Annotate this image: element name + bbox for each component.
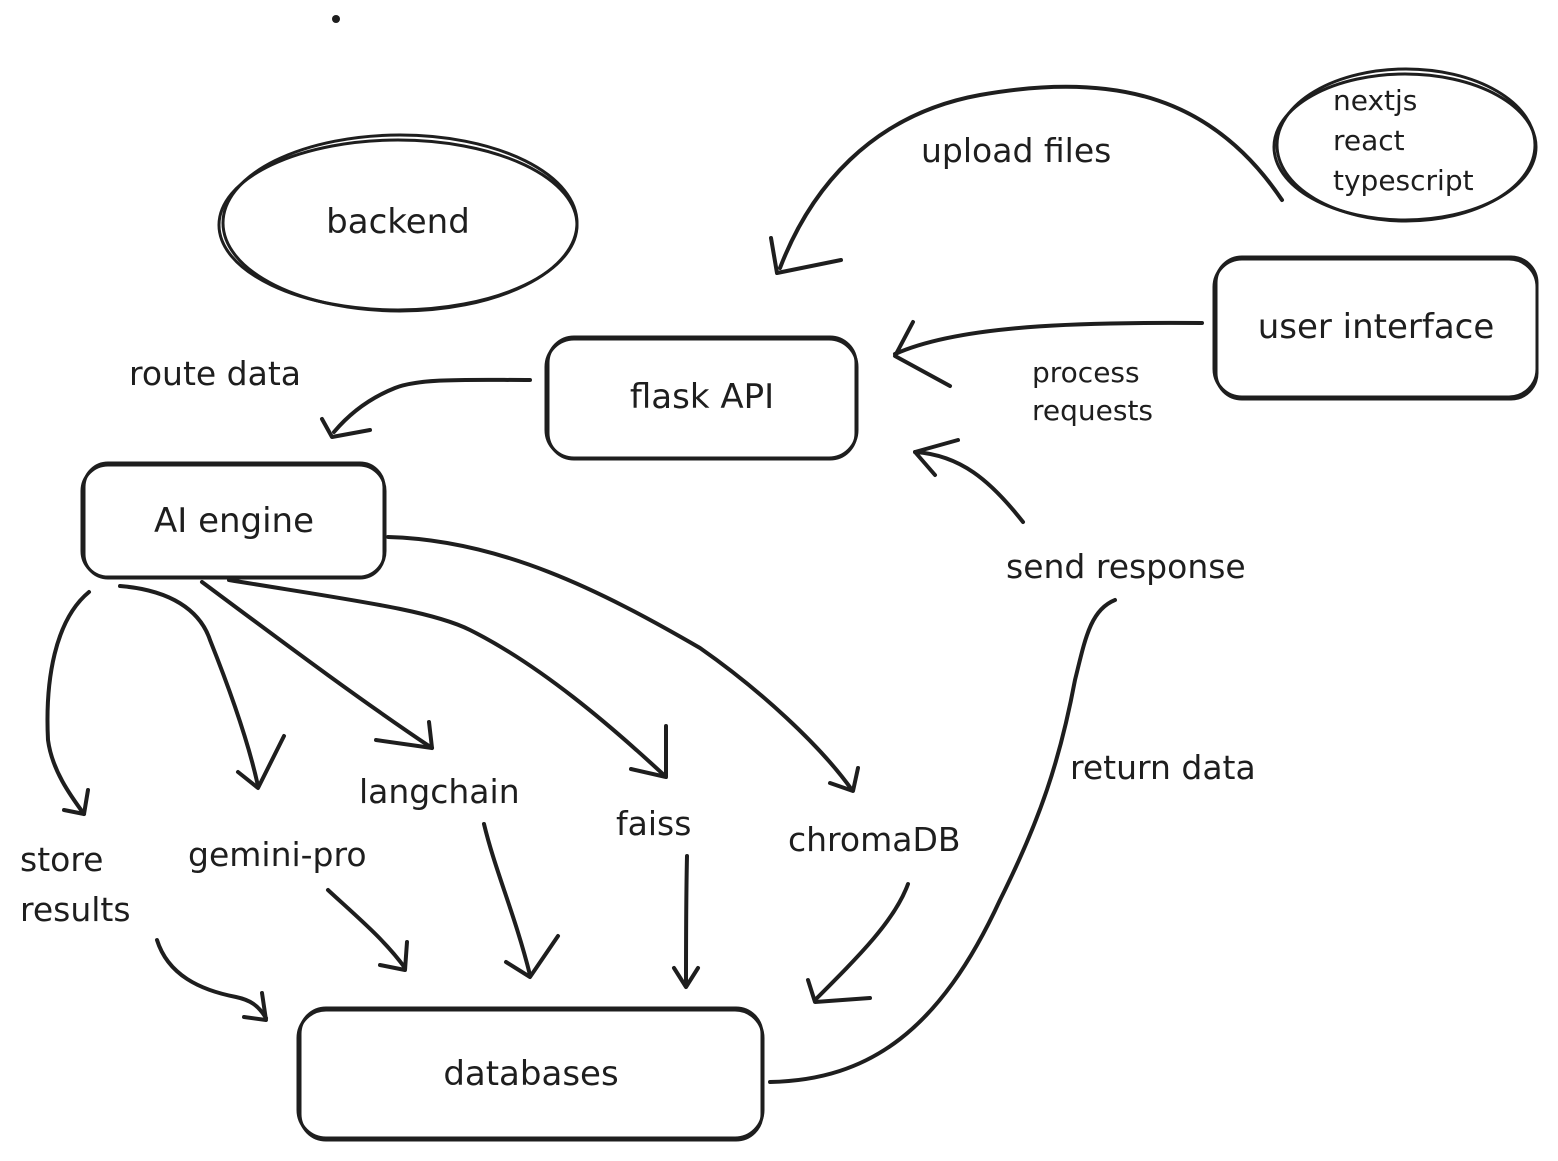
databases-node: databases bbox=[296, 1006, 765, 1142]
edge-label-requests: requests bbox=[1032, 394, 1153, 427]
backend-label: backend bbox=[326, 202, 470, 242]
component-gemini-pro: gemini-pro bbox=[188, 835, 367, 874]
arrow-langchain-to-databases bbox=[482, 822, 560, 979]
tech-stack-nextjs: nextjs bbox=[1333, 84, 1417, 117]
component-langchain: langchain bbox=[359, 772, 520, 811]
arrow-process-requests bbox=[893, 320, 1204, 388]
ai-engine-label: AI engine bbox=[154, 501, 314, 541]
arrow-upload-files bbox=[769, 84, 1284, 275]
tech-stack-typescript: typescript bbox=[1333, 164, 1474, 197]
arrow-send-response bbox=[913, 438, 1025, 524]
arrow-to-chromadb bbox=[386, 535, 860, 793]
backend-node: backend bbox=[217, 133, 579, 313]
edge-label-process: process bbox=[1032, 356, 1140, 389]
arrow-chromadb-to-databases bbox=[806, 882, 910, 1004]
edge-label-return-data: return data bbox=[1070, 748, 1256, 787]
edge-label-send-response: send response bbox=[1006, 547, 1246, 586]
edge-label-store: store bbox=[20, 840, 103, 879]
arrow-to-langchain bbox=[200, 580, 434, 750]
arrow-to-gemini-pro bbox=[118, 584, 286, 790]
flask-api-node: flask API bbox=[544, 335, 859, 461]
arrow-to-store-results bbox=[45, 590, 91, 816]
arrow-route-data bbox=[320, 377, 532, 439]
tech-stack-react: react bbox=[1333, 124, 1405, 157]
flask-api-label: flask API bbox=[630, 377, 774, 417]
edge-label-upload-files: upload files bbox=[921, 131, 1111, 170]
arrow-gemini-to-databases bbox=[326, 888, 409, 972]
databases-label: databases bbox=[443, 1054, 618, 1094]
ai-engine-node: AI engine bbox=[80, 461, 387, 580]
user-interface-node: user interface bbox=[1212, 255, 1539, 401]
edge-label-route-data: route data bbox=[129, 354, 301, 393]
component-faiss: faiss bbox=[616, 804, 691, 843]
tech-stack-node: nextjs react typescript bbox=[1272, 67, 1538, 223]
stray-dot bbox=[332, 15, 340, 23]
arrow-return-data bbox=[768, 598, 1117, 1084]
user-interface-label: user interface bbox=[1258, 307, 1495, 347]
arrow-store-to-databases bbox=[155, 938, 268, 1022]
arrow-faiss-to-databases bbox=[672, 854, 700, 989]
edge-label-results: results bbox=[20, 890, 131, 929]
component-chromadb: chromaDB bbox=[788, 820, 961, 859]
arrow-to-faiss bbox=[227, 578, 668, 779]
